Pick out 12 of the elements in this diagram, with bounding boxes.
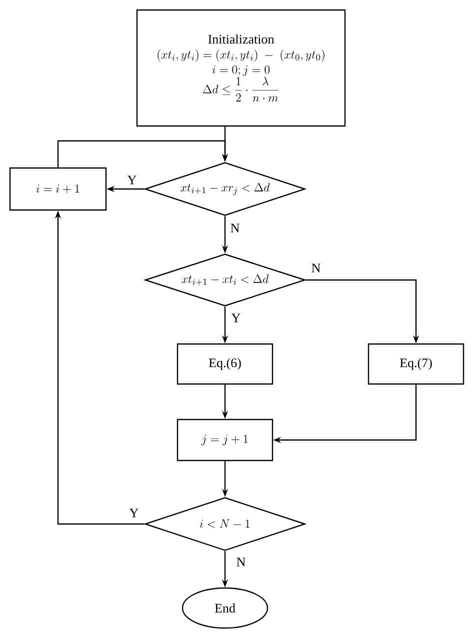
process-box: $j = j + 1$ — [176, 418, 274, 462]
edge-label: Y — [126, 174, 138, 186]
edge-label: N — [235, 556, 247, 568]
process-box: Eq.(7) — [368, 343, 464, 385]
process-box: $i = i + 1$ — [9, 167, 107, 211]
edge-label: Y — [128, 508, 140, 518]
edge-label: N — [229, 222, 241, 234]
edge-label: Y — [230, 312, 242, 324]
arrow — [57, 140, 228, 168]
edge-label: N — [310, 262, 322, 274]
process-box: Initialization $(xt_i, yt_i) = (xt_i, yt_i)\ -\ (xt_0, yt_0)$ $i = 0; j = 0$ $\Delta d \le \frac{1}{2}\cdot\frac{\lambda}{n\cdot m}$ — [136, 9, 346, 127]
process-box: Eq.(6) — [176, 343, 274, 385]
